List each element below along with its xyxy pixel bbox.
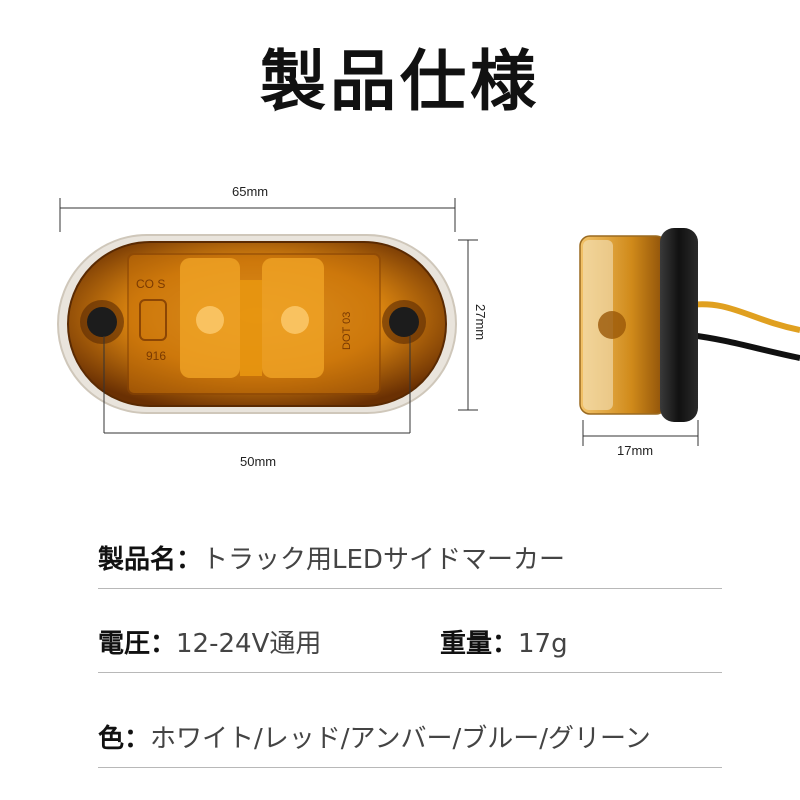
height-dimension-line bbox=[458, 239, 478, 411]
spec-row-product-name: 製品名：トラック用LEDサイドマーカー bbox=[98, 526, 722, 589]
spec-voltage: 電圧：12-24V通用 bbox=[98, 623, 321, 660]
lens-marking-left-top: CO S bbox=[136, 277, 165, 291]
spec-weight-label: 重量： bbox=[440, 629, 519, 659]
spec-color-label: 色： bbox=[98, 724, 151, 754]
right-screw-hole-icon bbox=[389, 307, 419, 337]
marker-front-view: CO S 916 DOT 03 bbox=[57, 234, 457, 414]
lens-marking-left-bottom: 916 bbox=[146, 349, 166, 363]
depth-dimension-line bbox=[582, 420, 699, 446]
spec-product-name-value: トラック用LEDサイドマーカー bbox=[202, 545, 565, 575]
spec-voltage-label: 電圧： bbox=[98, 629, 177, 659]
spec-product-name-label: 製品名： bbox=[98, 545, 203, 575]
spec-row-color: 色：ホワイト/レッド/アンバー/ブルー/グリーン bbox=[98, 705, 722, 768]
height-dimension-label: 27mm bbox=[473, 304, 488, 341]
spec-weight-value: 17g bbox=[518, 629, 568, 659]
mount-spacing-dimension-label: 50mm bbox=[240, 454, 277, 469]
marker-side-view bbox=[579, 228, 800, 422]
spec-row-voltage-weight: 電圧：12-24V通用 重量：17g bbox=[98, 610, 722, 673]
left-screw-hole-icon bbox=[87, 307, 117, 337]
spec-weight: 重量：17g bbox=[440, 623, 568, 660]
mount-spacing-dimension-line bbox=[103, 336, 411, 434]
spec-color-value: ホワイト/レッド/アンバー/ブルー/グリーン bbox=[150, 724, 651, 754]
depth-dimension-label: 17mm bbox=[617, 443, 654, 458]
spec-product-name: 製品名：トラック用LEDサイドマーカー bbox=[98, 539, 565, 576]
width-dimension-label: 65mm bbox=[232, 184, 269, 199]
width-dimension-line bbox=[59, 198, 456, 232]
spec-voltage-value: 12-24V通用 bbox=[176, 629, 322, 659]
page-title: 製品仕様 bbox=[260, 43, 540, 120]
lens-marking-right: DOT 03 bbox=[341, 312, 353, 350]
spec-color: 色：ホワイト/レッド/アンバー/ブルー/グリーン bbox=[98, 718, 651, 755]
